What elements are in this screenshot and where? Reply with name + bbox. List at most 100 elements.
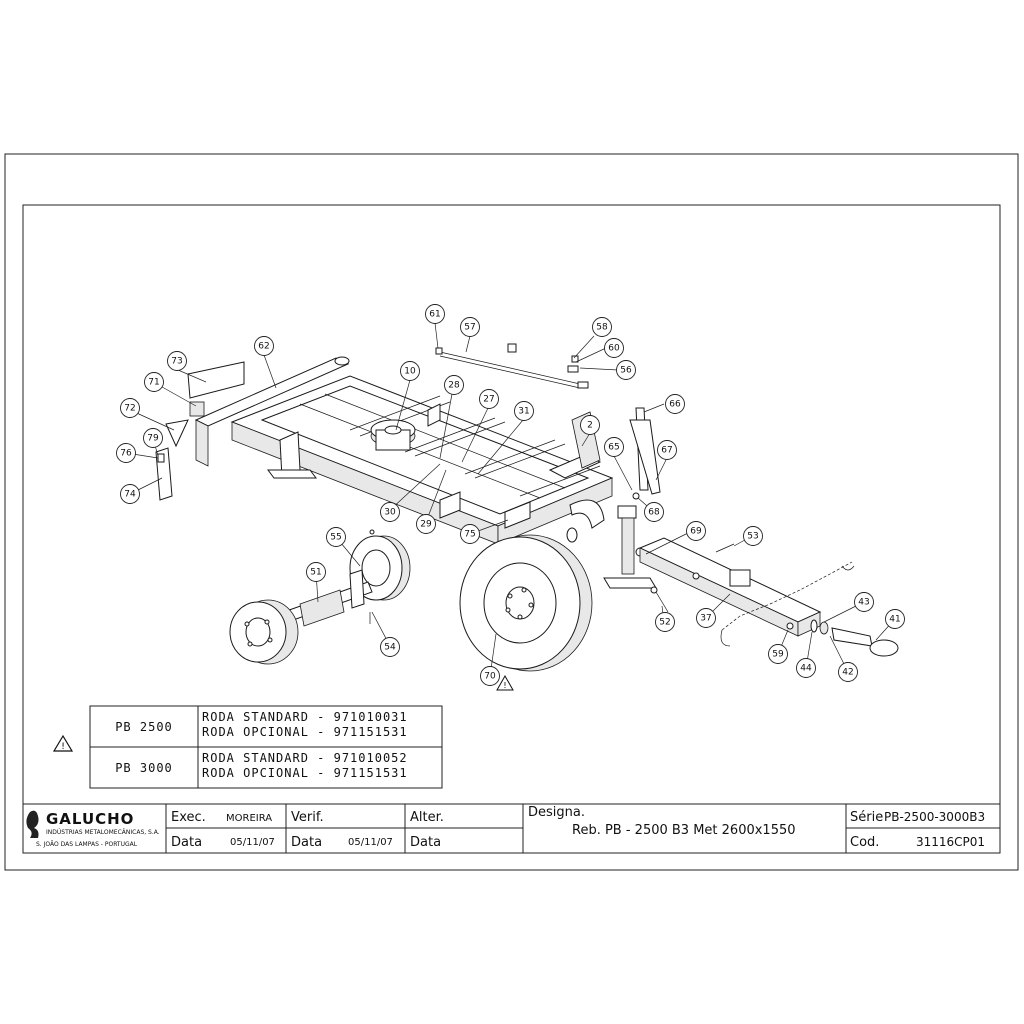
callout-circle xyxy=(326,527,346,547)
table-standard-pb2500: RODA STANDARD - 971010031 xyxy=(202,710,408,724)
callout-31: 31 xyxy=(514,401,534,421)
callout-57: 57 xyxy=(460,317,480,337)
callout-56: 56 xyxy=(616,360,636,380)
callout-circle xyxy=(120,484,140,504)
callout-circle xyxy=(657,440,677,460)
callout-number: 30 xyxy=(384,508,396,518)
callout-74: 74 xyxy=(120,484,140,504)
callout-30: 30 xyxy=(380,502,400,522)
company-location: S. JOÃO DAS LAMPAS - PORTUGAL xyxy=(36,841,138,848)
exec-data-label: Data xyxy=(171,835,202,850)
callout-69: 69 xyxy=(686,521,706,541)
callout-circle xyxy=(380,637,400,657)
callout-58: 58 xyxy=(592,317,612,337)
callout-circle xyxy=(580,415,600,435)
callout-circle xyxy=(460,524,480,544)
designation: Reb. PB - 2500 B3 Met 2600x1550 xyxy=(572,823,796,838)
callout-circle xyxy=(416,514,436,534)
tie-rod-assembly xyxy=(435,343,589,389)
callout-circle xyxy=(644,502,664,522)
callout-circle xyxy=(665,394,685,414)
alter-data-label: Data xyxy=(410,835,441,850)
serie-value: PB-2500-3000B3 xyxy=(884,810,985,824)
callout-52: 52 xyxy=(655,612,675,632)
callout-number: 41 xyxy=(889,615,900,625)
callout-circle xyxy=(514,401,534,421)
callout-circle xyxy=(696,608,716,628)
callout-circle xyxy=(120,398,140,418)
wheel-tire xyxy=(459,534,593,672)
table-optional-pb2500: RODA OPCIONAL - 971151531 xyxy=(202,725,408,739)
callout-circle xyxy=(885,609,905,629)
callout-73: 73 xyxy=(167,351,187,371)
outer-border xyxy=(4,153,1019,871)
callout-60: 60 xyxy=(604,338,624,358)
callout-number: 31 xyxy=(518,407,529,417)
callout-circle xyxy=(796,658,816,678)
callout-circle xyxy=(144,372,164,392)
callout-number: 69 xyxy=(690,527,702,537)
designa-label: Designa. xyxy=(528,805,585,820)
callout-number: 61 xyxy=(429,310,440,320)
callout-circle xyxy=(592,317,612,337)
callout-circle xyxy=(854,592,874,612)
callout-number: 56 xyxy=(620,366,632,376)
callout-number: 76 xyxy=(120,449,132,459)
callout-circle xyxy=(604,437,624,457)
callout-28: 28 xyxy=(444,375,464,395)
callout-number: 42 xyxy=(842,668,853,678)
callout-number: 2 xyxy=(587,421,593,431)
callout-66: 66 xyxy=(665,394,685,414)
callout-number: 10 xyxy=(404,367,416,377)
callout-27: 27 xyxy=(479,389,499,409)
callout-61: 61 xyxy=(425,304,445,324)
callout-circle xyxy=(425,304,445,324)
exploded-drawing: ! xyxy=(116,304,905,691)
callout-number: 58 xyxy=(596,323,608,333)
callout-circle xyxy=(838,662,858,682)
callout-circle xyxy=(616,360,636,380)
callout-circle xyxy=(380,502,400,522)
wheel-table: PB 2500 RODA STANDARD - 971010031 RODA O… xyxy=(89,705,443,789)
exec-value: MOREIRA xyxy=(226,813,272,824)
callout-number: 65 xyxy=(608,443,619,453)
callout-51: 51 xyxy=(306,562,326,582)
serie-label: Série xyxy=(850,810,883,825)
callout-number: 43 xyxy=(858,598,869,608)
callout-circle xyxy=(444,375,464,395)
callout-circle xyxy=(400,361,420,381)
callout-2: 2 xyxy=(580,415,600,435)
callout-number: 37 xyxy=(700,614,711,624)
callout-number: 52 xyxy=(659,618,670,628)
callout-number: 71 xyxy=(148,378,159,388)
callout-circle xyxy=(480,666,500,686)
warning-icon: ! xyxy=(52,734,74,752)
callout-68: 68 xyxy=(644,502,664,522)
callout-circle xyxy=(167,351,187,371)
callout-number: 79 xyxy=(147,434,159,444)
callout-42: 42 xyxy=(838,662,858,682)
leader-lines xyxy=(125,322,895,677)
callout-circle xyxy=(655,612,675,632)
callout-number: 54 xyxy=(384,643,396,653)
table-model-pb2500: PB 2500 xyxy=(115,720,173,734)
callout-circle xyxy=(479,389,499,409)
callout-41: 41 xyxy=(885,609,905,629)
callout-67: 67 xyxy=(657,440,677,460)
table-standard-pb3000: RODA STANDARD - 971010052 xyxy=(202,751,408,765)
table-optional-pb3000: RODA OPCIONAL - 971151531 xyxy=(202,766,408,780)
verif-date: 05/11/07 xyxy=(348,837,393,848)
callout-circle xyxy=(768,644,788,664)
table-model-pb3000: PB 3000 xyxy=(115,761,173,775)
callout-circle xyxy=(743,526,763,546)
callout-75: 75 xyxy=(460,524,480,544)
galucho-logo xyxy=(26,810,39,838)
callout-71: 71 xyxy=(144,372,164,392)
callout-number: 59 xyxy=(772,650,784,660)
callout-54: 54 xyxy=(380,637,400,657)
callout-number: 53 xyxy=(747,532,758,542)
callout-number: 28 xyxy=(448,381,460,391)
svg-text:!: ! xyxy=(61,742,65,752)
callout-number: 29 xyxy=(420,520,432,530)
